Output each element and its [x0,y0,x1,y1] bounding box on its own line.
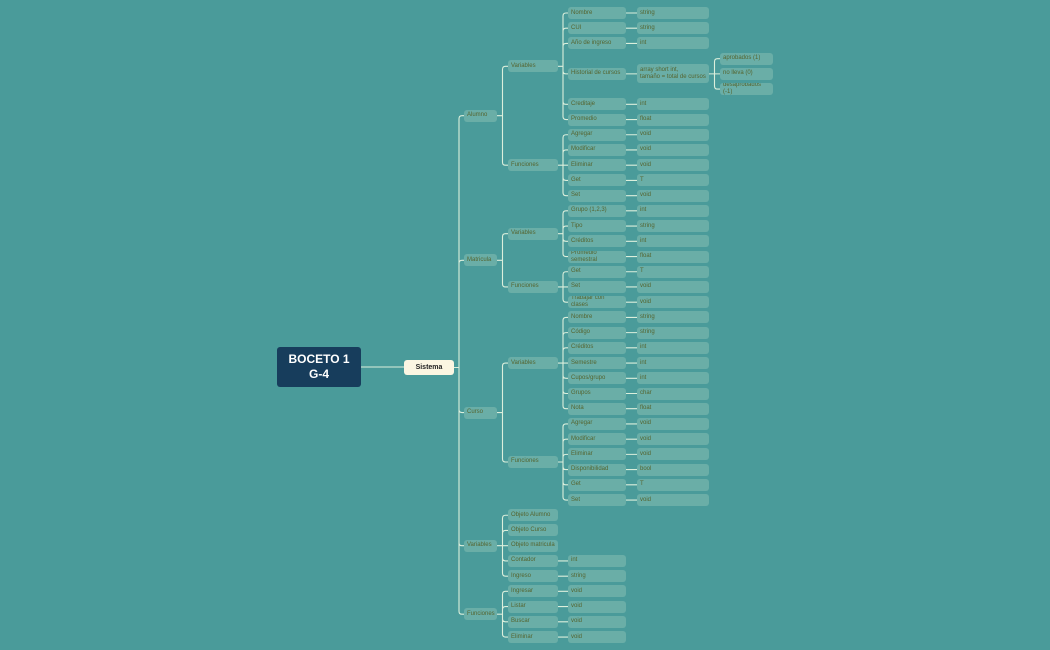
root-node[interactable]: BOCETO 1 G-4 [277,347,361,387]
mindmap-node[interactable]: void [637,128,709,141]
mindmap-node[interactable]: int [637,341,709,354]
mindmap-node[interactable]: string [637,7,709,19]
mindmap-node[interactable]: aprobados (1) [720,52,773,65]
mindmap-node[interactable]: Funciones [508,159,558,172]
mindmap-node[interactable]: Agregar [568,128,626,141]
mindmap-node[interactable]: Modificar [568,433,626,446]
mindmap-node[interactable]: float [637,113,709,126]
mindmap-node[interactable]: Tipo [568,220,626,233]
mindmap-node[interactable]: Get [568,265,626,278]
mindmap-node[interactable]: Variables [508,357,558,370]
mindmap-node[interactable]: Grupo (1,2,3) [568,204,626,217]
mindmap-node[interactable]: Eliminar [568,159,626,172]
mindmap-node[interactable]: Créditos [568,235,626,248]
mindmap-node[interactable]: Modificar [568,143,626,156]
mindmap-node[interactable]: Funciones [464,608,497,621]
mindmap-node[interactable]: Grupos [568,387,626,400]
mindmap-node[interactable]: Promedio [568,113,626,126]
mindmap-node[interactable]: Nombre [568,311,626,324]
mindmap-node[interactable]: Objeto Curso [508,524,558,537]
mindmap-node[interactable]: Objeto Alumno [508,509,558,522]
mindmap-node[interactable]: int [637,204,709,217]
mindmap-node[interactable]: T [637,478,709,491]
mindmap-node[interactable]: string [637,22,709,35]
mindmap-node[interactable]: void [637,189,709,202]
mindmap-node[interactable]: Variables [508,60,558,73]
mindmap-node[interactable]: bool [637,463,709,476]
mindmap-node[interactable]: void [637,296,709,309]
mindmap-node[interactable]: Funciones [508,455,558,468]
mindmap-node[interactable]: Funciones [508,280,558,293]
mindmap-node[interactable]: Eliminar [568,448,626,461]
mindmap-node[interactable]: char [637,387,709,400]
mindmap-node[interactable]: int [637,372,709,385]
mindmap-node[interactable]: string [568,570,626,583]
mindmap-node[interactable]: Alumno [464,109,497,122]
mindmap-node[interactable]: Set [568,280,626,293]
mindmap-node[interactable]: Agregar [568,417,626,430]
mindmap-node[interactable]: Trabajar con clases [568,296,626,309]
mindmap-node[interactable]: Semestre [568,357,626,370]
mindmap-node[interactable]: Código [568,326,626,339]
mindmap-node[interactable]: void [637,143,709,156]
mindmap-node[interactable]: array short int, tamaño = total de curso… [637,64,709,84]
mindmap-node[interactable]: string [637,326,709,339]
mindmap-node[interactable]: Promedio semestral [568,250,626,263]
mindmap-node[interactable]: float [637,402,709,415]
mindmap-node[interactable]: Ingreso [508,570,558,583]
mindmap-node[interactable]: void [637,494,709,507]
mindmap-node[interactable]: Creditaje [568,98,626,111]
mindmap-node[interactable]: Nombre [568,7,626,19]
mindmap-node[interactable]: int [637,235,709,248]
mindmap-node[interactable]: void [568,615,626,628]
mindmap-node[interactable]: Variables [508,227,558,240]
mindmap-node[interactable]: Eliminar [508,631,558,644]
mindmap-node[interactable]: int [637,37,709,50]
mindmap-node[interactable]: float [637,250,709,263]
mindmap-node[interactable]: Objeto matricula [508,539,558,552]
mindmap-node[interactable]: void [568,600,626,613]
mindmap-node[interactable]: Get [568,478,626,491]
mindmap-node[interactable]: CUI [568,22,626,35]
mindmap-node[interactable]: void [568,585,626,598]
mindmap-node[interactable]: Nota [568,402,626,415]
mindmap-node[interactable]: Curso [464,406,497,419]
mindmap-node[interactable]: string [637,311,709,324]
mindmap-node[interactable]: Contador [508,554,558,567]
connector-path [361,12,720,638]
mindmap-node[interactable]: T [637,265,709,278]
mindmap-node[interactable]: no lleva (0) [720,67,773,80]
mindmap-node[interactable]: Matricula [464,254,497,267]
center-node-sistema[interactable]: Sistema [404,360,454,375]
mindmap-node[interactable]: void [637,433,709,446]
mindmap-node[interactable]: Historial de cursos [568,67,626,80]
mindmap-node[interactable]: Variables [464,539,497,552]
mindmap-node[interactable]: Get [568,174,626,187]
mindmap-node[interactable]: void [637,448,709,461]
mindmap-node[interactable]: T [637,174,709,187]
mindmap-node[interactable]: string [637,220,709,233]
mindmap-node[interactable]: Set [568,494,626,507]
mindmap-node[interactable]: Listar [508,600,558,613]
mindmap-node[interactable]: void [637,280,709,293]
mindmap-node[interactable]: Cupos/grupo [568,372,626,385]
mindmap-node[interactable]: int [637,98,709,111]
mindmap-node[interactable]: Año de ingreso [568,37,626,50]
mindmap-node[interactable]: void [637,159,709,172]
mindmap-node[interactable]: Set [568,189,626,202]
mindmap-node[interactable]: void [568,631,626,644]
mindmap-node[interactable]: Créditos [568,341,626,354]
mindmap-node[interactable]: int [568,554,626,567]
mindmap-node[interactable]: void [637,417,709,430]
mindmap-node[interactable]: int [637,357,709,370]
mindmap-node[interactable]: Disponibilidad [568,463,626,476]
mindmap-node[interactable]: Buscar [508,615,558,628]
mindmap-node[interactable]: Ingresar [508,585,558,598]
mindmap-node[interactable]: desaprobados (-1) [720,83,773,96]
